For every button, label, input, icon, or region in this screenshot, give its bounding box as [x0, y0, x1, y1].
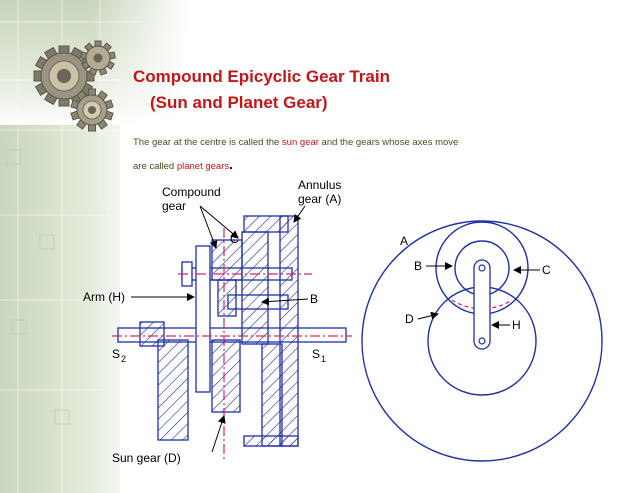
label-c-left: C: [230, 232, 239, 246]
sun-gear-d: [211, 339, 241, 413]
left-labels: Compound gear Annulus gear (A) C Arm (H)…: [83, 178, 341, 465]
pivot-bottom: [478, 337, 486, 345]
description-period: .: [229, 157, 233, 172]
label-annulus-2: gear (A): [298, 192, 341, 206]
label-sun-gear: Sun gear (D): [112, 451, 181, 465]
annulus-lower: [261, 343, 283, 447]
sun-gear-term: sun gear: [281, 137, 319, 148]
label-compound: Compound: [162, 185, 221, 199]
gear-s2-body: [157, 339, 189, 441]
label-s1: S: [312, 347, 320, 361]
description-text: The gear at the centre is called the: [133, 137, 282, 148]
description-line-1: The gear at the centre is called the sun…: [133, 137, 458, 148]
arrow-d-right: [417, 311, 439, 320]
label-c-right: C: [542, 263, 551, 277]
gear-cluster-icon: [33, 40, 116, 132]
arrow-compound-2: [199, 205, 218, 249]
label-d-right: D: [405, 312, 414, 326]
label-s2-sub: 2: [121, 354, 126, 364]
annulus-circle: [361, 220, 603, 462]
annulus-wall: [279, 215, 299, 447]
arrow-sun-gear: [211, 415, 226, 453]
slide-subtitle: (Sun and Planet Gear): [150, 93, 328, 112]
description-text: and the gears whose axes move: [318, 137, 459, 148]
label-annulus: Annulus: [298, 178, 341, 192]
sectional-view: [112, 215, 352, 460]
label-compound-2: gear: [162, 199, 186, 213]
label-arm: Arm (H): [83, 290, 125, 304]
compound-gear-neck: [217, 279, 237, 317]
arrow-annulus: [293, 205, 306, 223]
label-b-left: B: [310, 292, 318, 306]
planet-gears-term: planet gears: [176, 161, 230, 172]
arm-link: [473, 259, 491, 350]
arm-h: [195, 245, 211, 393]
label-b-right: B: [414, 259, 422, 273]
annulus-base: [243, 435, 299, 447]
pivot-top: [478, 264, 486, 272]
label-a-right: A: [400, 234, 408, 248]
label-s2: S: [112, 347, 120, 361]
slide-title: Compound Epicyclic Gear Train: [133, 67, 390, 86]
arrow-compound: [199, 205, 239, 239]
right-labels: A B C D H: [400, 234, 551, 332]
description-line-2: are called planet gears.: [133, 157, 233, 172]
description-text: are called: [133, 161, 177, 172]
arrow-b-left: [261, 297, 309, 306]
label-s1-sub: 1: [321, 354, 326, 364]
compound-gear-right: [241, 231, 269, 345]
schematic-view: [361, 220, 603, 462]
label-h-right: H: [512, 318, 521, 332]
